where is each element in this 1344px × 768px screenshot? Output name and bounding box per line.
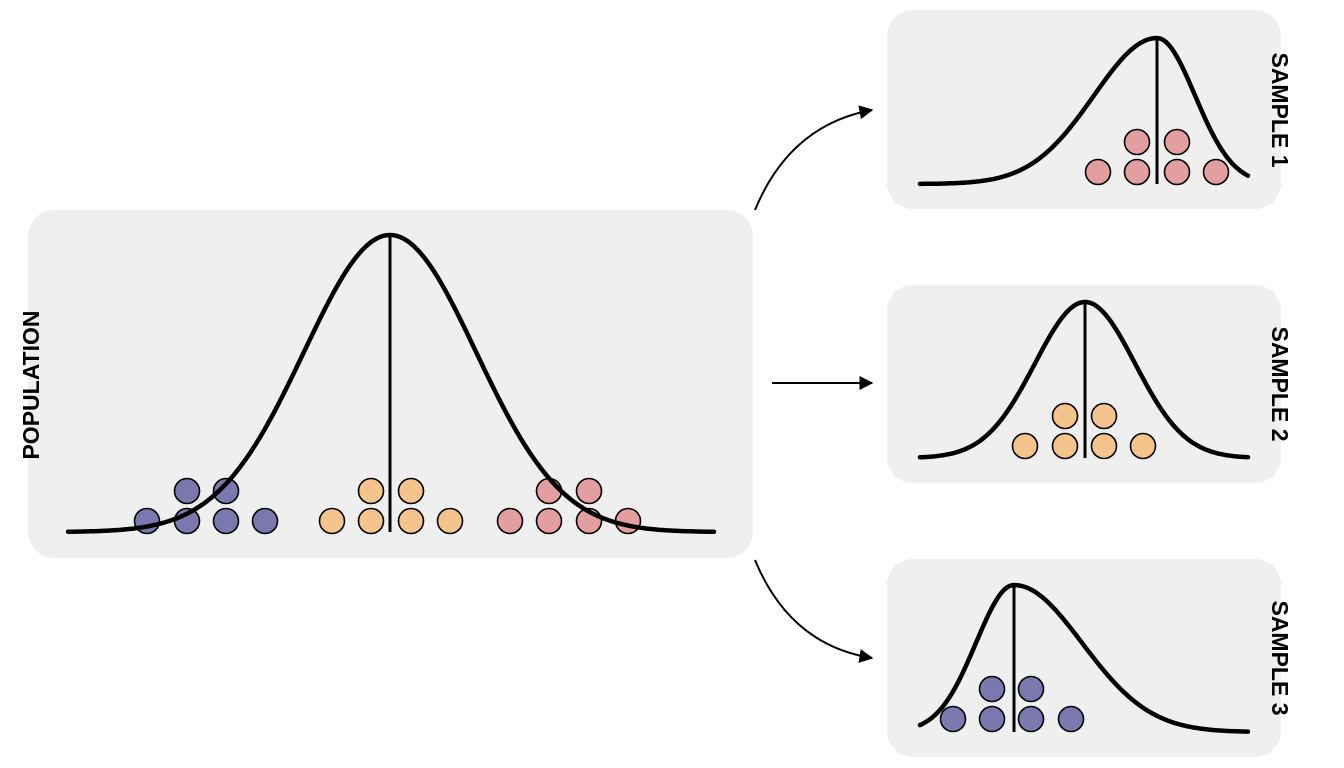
sample-2-dot: [1051, 402, 1079, 430]
population-dot-orange: [357, 477, 385, 505]
sample-1-dot: [1163, 158, 1191, 186]
sample-1-dot: [1123, 158, 1151, 186]
population-dot-orange: [436, 507, 464, 535]
population-dot-pink: [614, 507, 642, 535]
sample-3-curve: [917, 582, 1251, 734]
sample-2-dot: [1011, 432, 1039, 460]
sample-2-dot: [1051, 432, 1079, 460]
sample-3-dot: [1017, 675, 1045, 703]
population-dot-purple: [251, 507, 279, 535]
sample-2-panel: SAMPLE 2: [887, 285, 1293, 483]
sample-3-label: SAMPLE 3: [1267, 600, 1293, 715]
sample-3-panel: SAMPLE 3: [887, 559, 1293, 757]
population-label: POPULATION: [18, 310, 44, 459]
sample-1-dot: [1084, 158, 1112, 186]
sample-1-curve: [917, 35, 1251, 187]
sample-3-dot: [939, 705, 967, 733]
sample-3-dot: [978, 705, 1006, 733]
population-dot-purple: [173, 477, 201, 505]
population-dot-pink: [535, 507, 563, 535]
sample-2-dot: [1090, 402, 1118, 430]
sample-3-dot: [1017, 705, 1045, 733]
sample-1-label: SAMPLE 1: [1267, 52, 1293, 167]
sample-2-label: SAMPLE 2: [1267, 326, 1293, 441]
population-dot-purple: [212, 477, 240, 505]
arrow-to-sample-3: [754, 559, 874, 663]
population-panel: POPULATION: [18, 210, 753, 558]
population-dot-orange: [357, 507, 385, 535]
sample-2-dot: [1129, 432, 1157, 460]
population-dot-pink: [575, 477, 603, 505]
sample-1-dot: [1123, 128, 1151, 156]
population-dot-pink: [496, 507, 524, 535]
population-dot-purple: [212, 507, 240, 535]
population-dot-orange: [318, 507, 346, 535]
sample-1-dot: [1202, 158, 1230, 186]
sample-3-dot: [978, 675, 1006, 703]
arrow-to-sample-1: [754, 105, 874, 211]
population-dot-orange: [397, 477, 425, 505]
sample-2-dot: [1090, 432, 1118, 460]
sample-1-panel: SAMPLE 1: [887, 10, 1293, 209]
population-dot-orange: [397, 507, 425, 535]
sample-1-dot: [1163, 128, 1191, 156]
population-dot-pink: [535, 477, 563, 505]
sample-3-dot: [1057, 705, 1085, 733]
